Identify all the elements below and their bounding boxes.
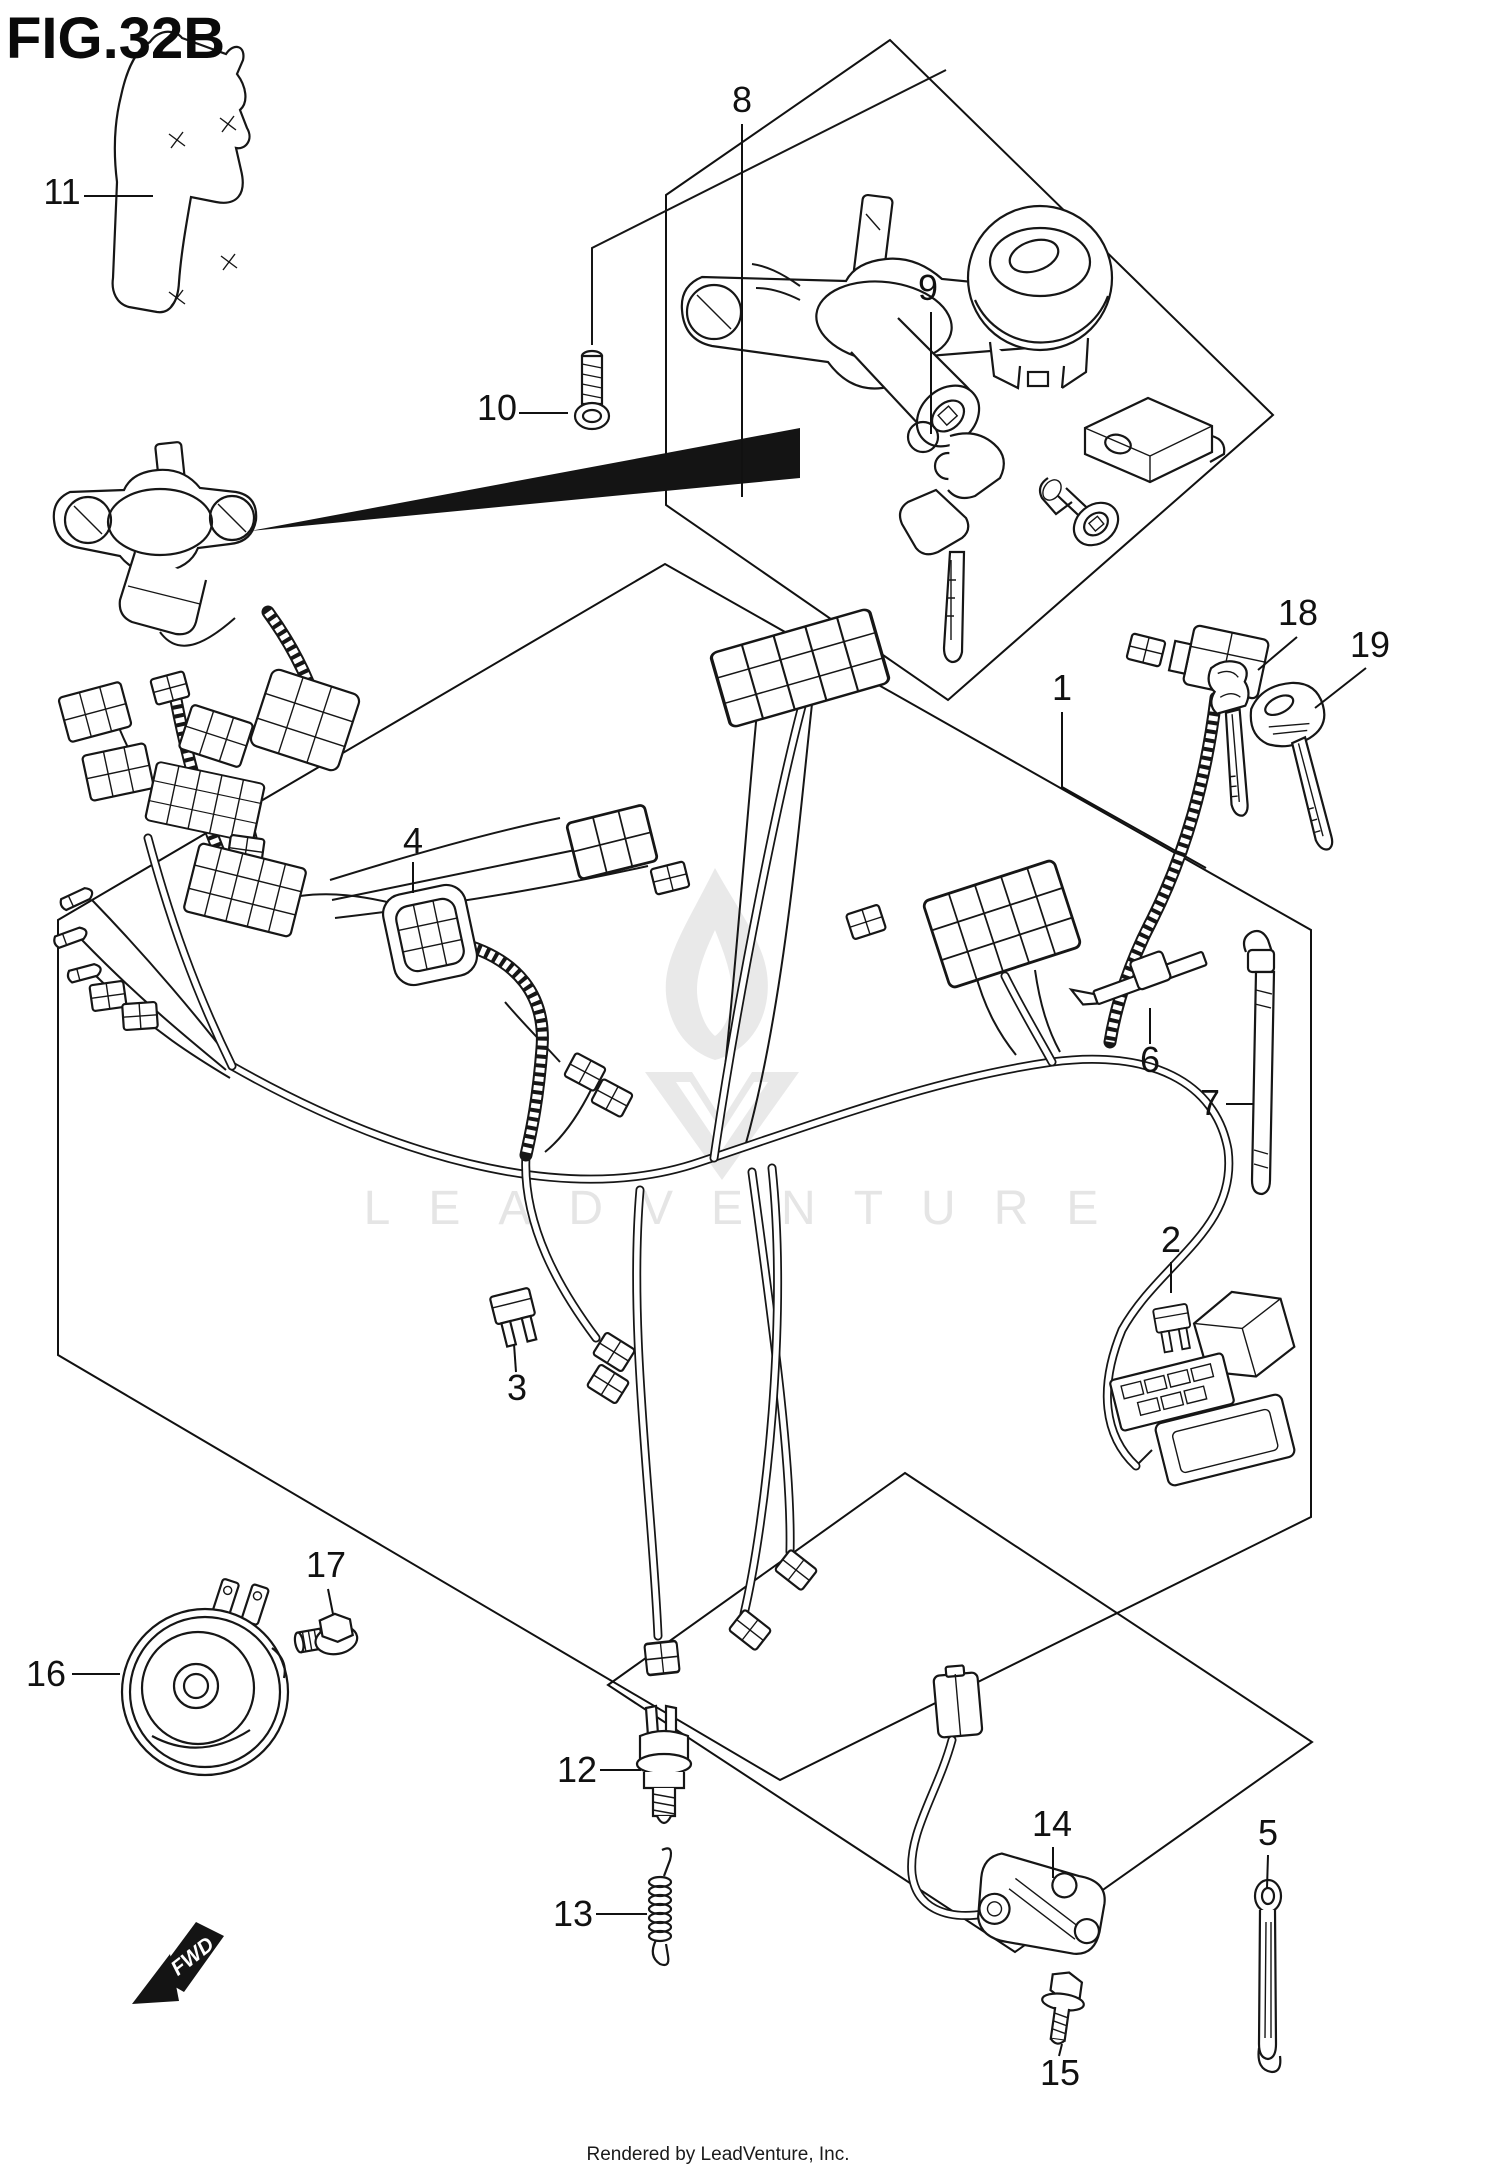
callout-16[interactable]: 16 — [26, 1653, 66, 1694]
connector-block — [649, 860, 691, 896]
callout-7[interactable]: 7 — [1200, 1082, 1220, 1123]
wire-clamp-drawing — [1068, 950, 1208, 1006]
watermark-text: LEADVENTURE — [364, 1182, 1137, 1235]
bullet-terminal — [57, 884, 96, 913]
key-blank-drawing — [1249, 681, 1334, 851]
callout-8[interactable]: 8 — [732, 79, 752, 120]
callout-18[interactable]: 18 — [1278, 592, 1318, 633]
spring-drawing — [647, 1847, 673, 1967]
connector-block — [88, 979, 128, 1013]
callout-leader-5 — [1266, 1854, 1269, 1889]
callout-3[interactable]: 3 — [507, 1367, 527, 1408]
ignition-switch-installed-drawing — [52, 441, 361, 772]
bracket-plate-drawing — [111, 30, 251, 314]
callout-4[interactable]: 4 — [403, 820, 423, 861]
connector-block — [773, 1548, 819, 1592]
callout-10[interactable]: 10 — [477, 387, 517, 428]
callout-15[interactable]: 15 — [1040, 2052, 1080, 2093]
connector-block-large — [921, 858, 1083, 990]
callout-leader-17 — [327, 1588, 334, 1615]
callout-1[interactable]: 1 — [1052, 667, 1072, 708]
connector-block — [564, 803, 660, 881]
pointer-arrow — [250, 428, 800, 531]
lock-cylinder-drawing — [1038, 477, 1120, 547]
connector-block — [642, 1639, 682, 1677]
callout-leader-15 — [1058, 2043, 1063, 2057]
horn-drawing — [120, 1578, 290, 1777]
callout-12[interactable]: 12 — [557, 1749, 597, 1790]
callout-6[interactable]: 6 — [1140, 1039, 1160, 1080]
cable-tie-drawing — [1242, 929, 1276, 1196]
connector-block — [727, 1608, 773, 1652]
lower-detail-box — [606, 1471, 1314, 1954]
callout-leader-19 — [1314, 667, 1367, 709]
main-harness-box — [57, 562, 1312, 1782]
fuse-box-drawing — [1109, 1290, 1296, 1487]
callout-leader-18 — [1257, 636, 1298, 671]
screw-drawing — [573, 69, 947, 431]
callout-14[interactable]: 14 — [1032, 1803, 1072, 1844]
bullet-terminal — [65, 961, 104, 985]
callout-5[interactable]: 5 — [1258, 1812, 1278, 1853]
footer-credit: Rendered by LeadVenture, Inc. — [586, 2144, 849, 2165]
callout-13[interactable]: 13 — [553, 1893, 593, 1934]
callout-11[interactable]: 11 — [43, 171, 80, 212]
connector-block — [80, 741, 156, 803]
callout-9[interactable]: 9 — [918, 267, 938, 308]
key-blank-drawing — [1207, 660, 1250, 817]
callout-19[interactable]: 19 — [1350, 624, 1390, 665]
top-detail-box — [665, 38, 1275, 702]
callout-17[interactable]: 17 — [306, 1544, 346, 1585]
callout-leader-3 — [513, 1343, 517, 1373]
seat-lock-drawing — [1083, 396, 1226, 484]
connector-block — [121, 1000, 159, 1032]
connector-block — [1125, 632, 1167, 668]
fuel-cap-drawing — [966, 204, 1114, 390]
figure-title: FIG.32B — [6, 6, 225, 71]
callout-2[interactable]: 2 — [1161, 1219, 1181, 1260]
connector-block — [182, 841, 308, 939]
connector-part4 — [381, 883, 479, 987]
bracket-cross-marks — [168, 115, 238, 307]
fwd-direction-arrow: FWD — [132, 1922, 224, 2004]
flange-bolt-drawing — [1041, 1971, 1085, 2045]
callout-leader-1 — [1061, 712, 1207, 869]
side-stand-switch-drawing — [907, 1664, 1106, 1955]
strap-band-drawing — [1253, 1878, 1283, 2074]
connector-block — [143, 760, 267, 844]
watermark: LEADVENTURE — [364, 868, 1137, 1235]
connector-block — [149, 669, 191, 707]
wiring-harness-drawing — [51, 606, 1296, 1677]
brake-switch-drawing — [635, 1704, 693, 1825]
connector-block — [844, 903, 888, 941]
fuse-drawing-part3 — [488, 1286, 543, 1349]
mount-bolt-drawing — [293, 1612, 359, 1656]
fuse-drawing-part2 — [1151, 1302, 1195, 1355]
